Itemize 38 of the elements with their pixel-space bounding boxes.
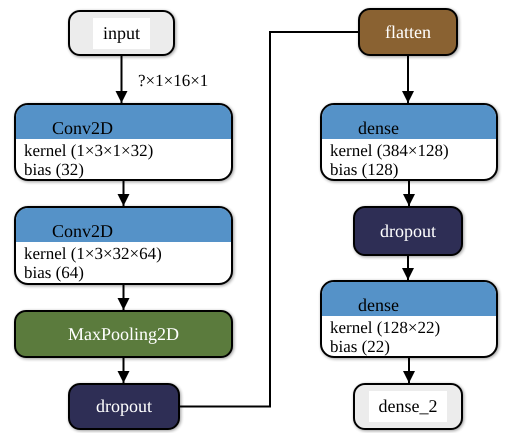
layer-box (353, 383, 463, 430)
layer-box (68, 10, 175, 56)
layer-name: flatten (385, 20, 431, 44)
layer-param: kernel (1×3×1×32) (24, 141, 154, 160)
layer-name: MaxPooling2D (68, 322, 179, 346)
layer-box (14, 103, 233, 181)
layer-box (353, 206, 463, 256)
layer-param: bias (128) (330, 160, 400, 179)
arrow (403, 358, 415, 383)
layer-name: dropout (380, 220, 436, 243)
layer-box (68, 383, 180, 430)
layer-box (14, 310, 233, 358)
arrow (403, 181, 415, 206)
layer-box (14, 206, 233, 285)
arrow (118, 285, 130, 310)
layer-param: bias (64) (24, 263, 85, 282)
layer-box (320, 103, 498, 181)
layer-box (358, 8, 458, 56)
layer-name: Conv2D (52, 119, 114, 137)
layer-name: Conv2D (52, 222, 114, 240)
arrow (402, 56, 414, 103)
layer-name: input (92, 18, 150, 48)
arrow (116, 56, 128, 103)
layer-name: dense (358, 296, 399, 314)
layer-param: kernel (128×22) (330, 318, 442, 337)
layer-param: bias (32) (24, 160, 85, 179)
layer-name: dropout (96, 395, 152, 418)
arrow (118, 181, 130, 206)
layer-name: dense_2 (368, 391, 448, 422)
connector-line (180, 31, 358, 408)
layer-param: kernel (384×128) (330, 141, 450, 160)
arrow (402, 256, 414, 280)
layer-param: kernel (1×3×32×64) (24, 244, 163, 263)
edge-label: ?×1×16×1 (138, 72, 208, 89)
layer-box (320, 280, 498, 358)
layer-param: bias (22) (330, 337, 391, 356)
layer-name: dense (358, 119, 399, 137)
arrow (118, 358, 130, 383)
